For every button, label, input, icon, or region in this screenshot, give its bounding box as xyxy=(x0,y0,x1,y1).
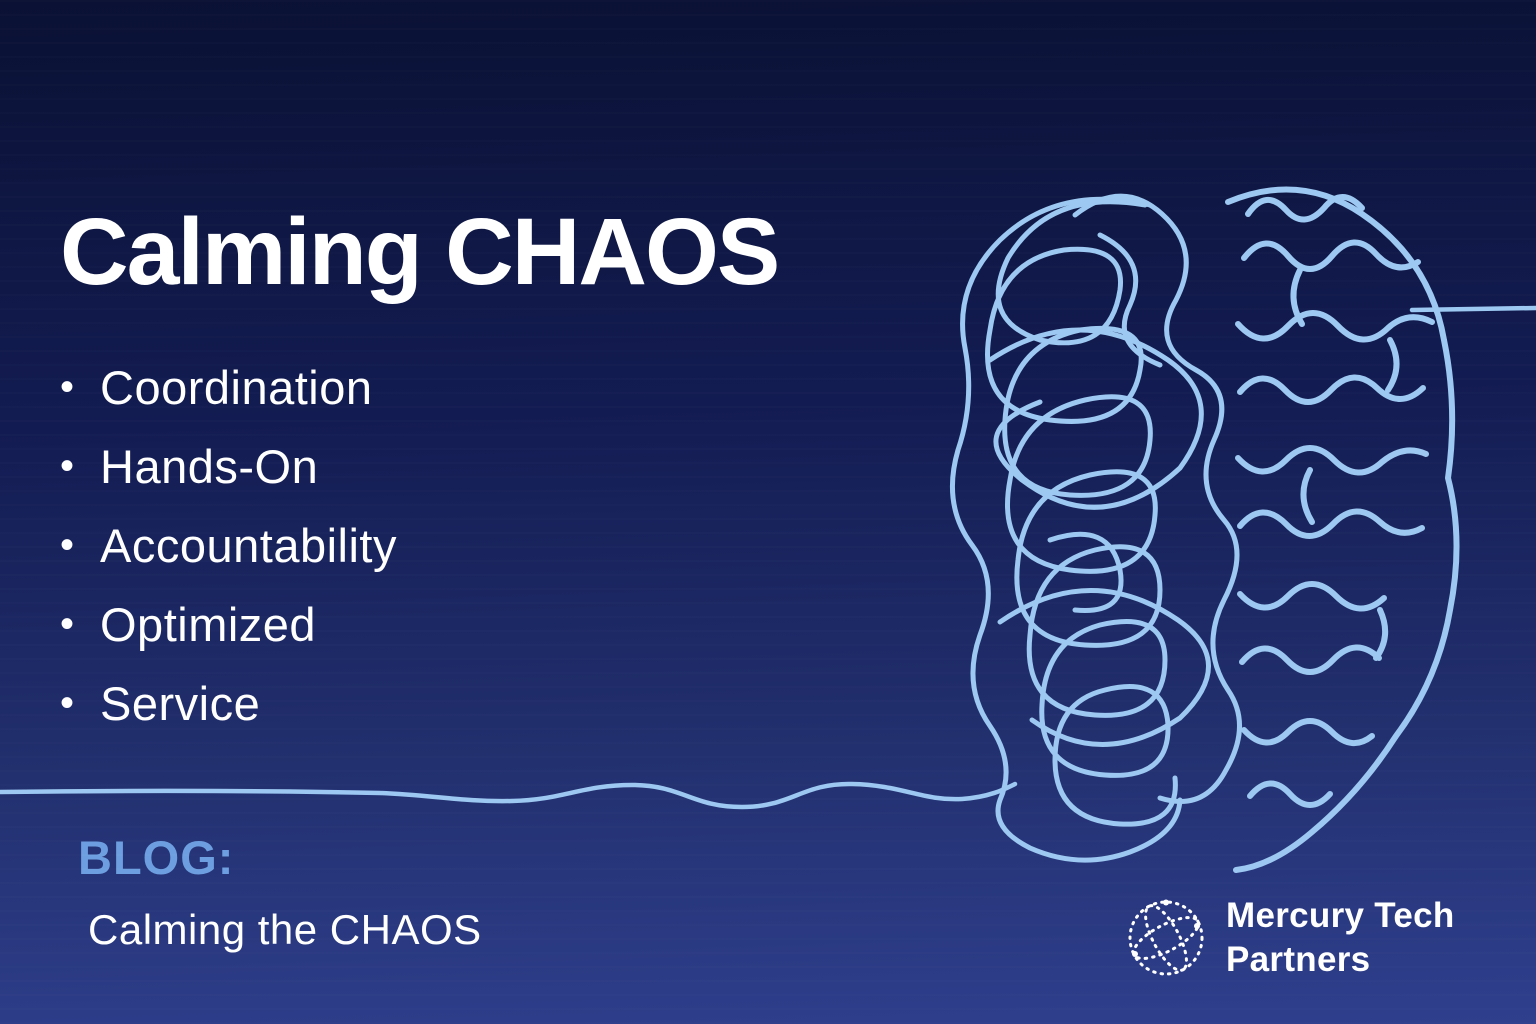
dotted-globe-icon xyxy=(1128,899,1204,976)
brain-line-art xyxy=(0,186,1536,873)
list-item: • Coordination xyxy=(60,348,397,427)
bullet-list: • Coordination • Hands-On • Accountabili… xyxy=(60,348,397,743)
bullet-dot-icon: • xyxy=(60,681,75,725)
wavy-thread-line xyxy=(0,781,1018,810)
list-item: • Optimized xyxy=(60,585,397,664)
bullet-label: Coordination xyxy=(100,361,373,414)
brain-left-tangle xyxy=(949,193,1242,863)
bullet-label: Optimized xyxy=(100,598,317,651)
blog-label: BLOG: xyxy=(78,831,235,884)
bullet-label: Accountability xyxy=(100,519,397,572)
list-item: • Service xyxy=(60,664,397,743)
blog-article-title: Calming the CHAOS xyxy=(88,906,482,953)
bullet-dot-icon: • xyxy=(60,602,75,646)
logo-text-line1: Mercury Tech xyxy=(1226,895,1455,935)
bullet-label: Hands-On xyxy=(100,440,319,493)
straight-thread-line xyxy=(1409,305,1536,313)
logo-text-line2: Partners xyxy=(1226,940,1371,979)
bullet-label: Service xyxy=(100,677,261,730)
list-item: • Accountability xyxy=(60,506,397,585)
brain-right-gyri xyxy=(1225,186,1460,873)
bullet-dot-icon: • xyxy=(60,444,75,488)
page-title: Calming CHAOS xyxy=(60,199,780,305)
logo: Mercury Tech Partners xyxy=(1120,892,1455,984)
logo-text: Mercury Tech Partners xyxy=(1226,894,1455,983)
list-item: • Hands-On xyxy=(60,427,397,506)
bullet-dot-icon: • xyxy=(60,365,75,409)
bullet-dot-icon: • xyxy=(60,523,75,567)
